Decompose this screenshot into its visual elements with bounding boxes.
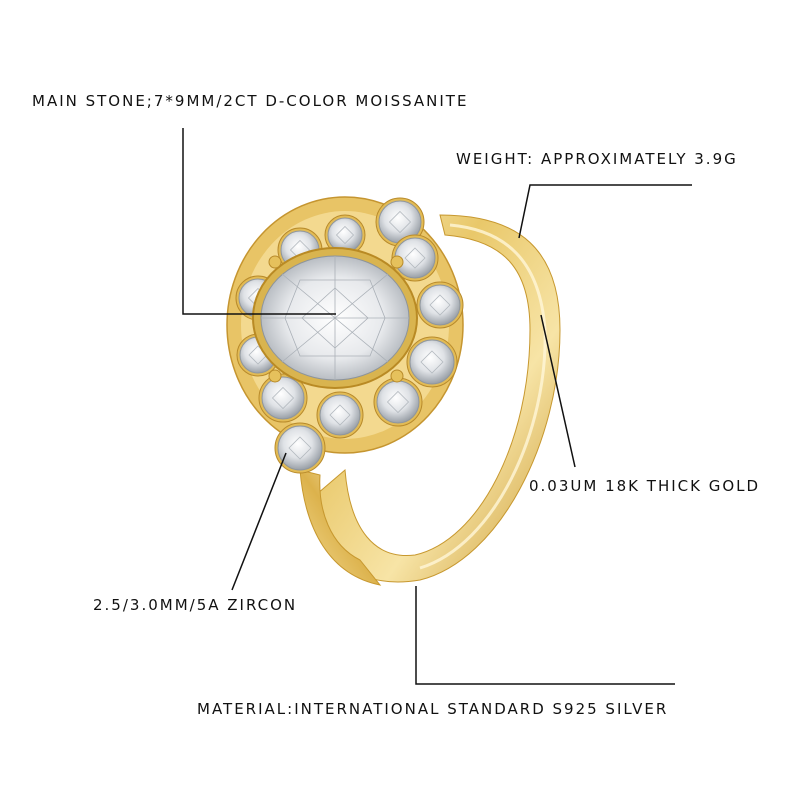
- zircon-stone: [409, 339, 455, 385]
- zircon-stone: [419, 284, 461, 326]
- zircon-facet: [420, 350, 444, 374]
- main-stone: [252, 247, 418, 389]
- leader-main-stone: [182, 128, 336, 315]
- zircon-facet: [386, 390, 410, 414]
- ring-band: [299, 214, 561, 586]
- zircon-facet: [429, 294, 451, 316]
- leader-zircon: [231, 452, 287, 591]
- zircon-facet: [388, 210, 412, 234]
- gold-plating-label: 0.03UM 18K THICK GOLD: [529, 477, 761, 495]
- leader-material: [415, 586, 675, 685]
- zircon-stone: [327, 217, 363, 253]
- zircon-facet: [329, 404, 351, 426]
- zircon-facet: [271, 386, 295, 410]
- material-label: MATERIAL:INTERNATIONAL STANDARD S925 SIL…: [197, 700, 669, 718]
- zircon-facet: [404, 247, 426, 269]
- leader-weight: [518, 184, 692, 239]
- weight-label: WEIGHT: APPROXIMATELY 3.9G: [456, 150, 738, 168]
- zircon-label: 2.5/3.0MM/5A ZIRCON: [93, 596, 298, 614]
- zircon-facet: [288, 436, 312, 460]
- main-stone-label: MAIN STONE;7*9MM/2CT D-COLOR MOISSANITE: [32, 92, 469, 110]
- leader-lines: [182, 128, 692, 685]
- zircon-stone: [261, 376, 305, 420]
- zircon-stone: [319, 394, 361, 436]
- zircon-stone: [277, 425, 323, 471]
- zircon-stone: [376, 380, 420, 424]
- zircon-facet: [335, 225, 355, 245]
- leader-gold: [540, 314, 576, 468]
